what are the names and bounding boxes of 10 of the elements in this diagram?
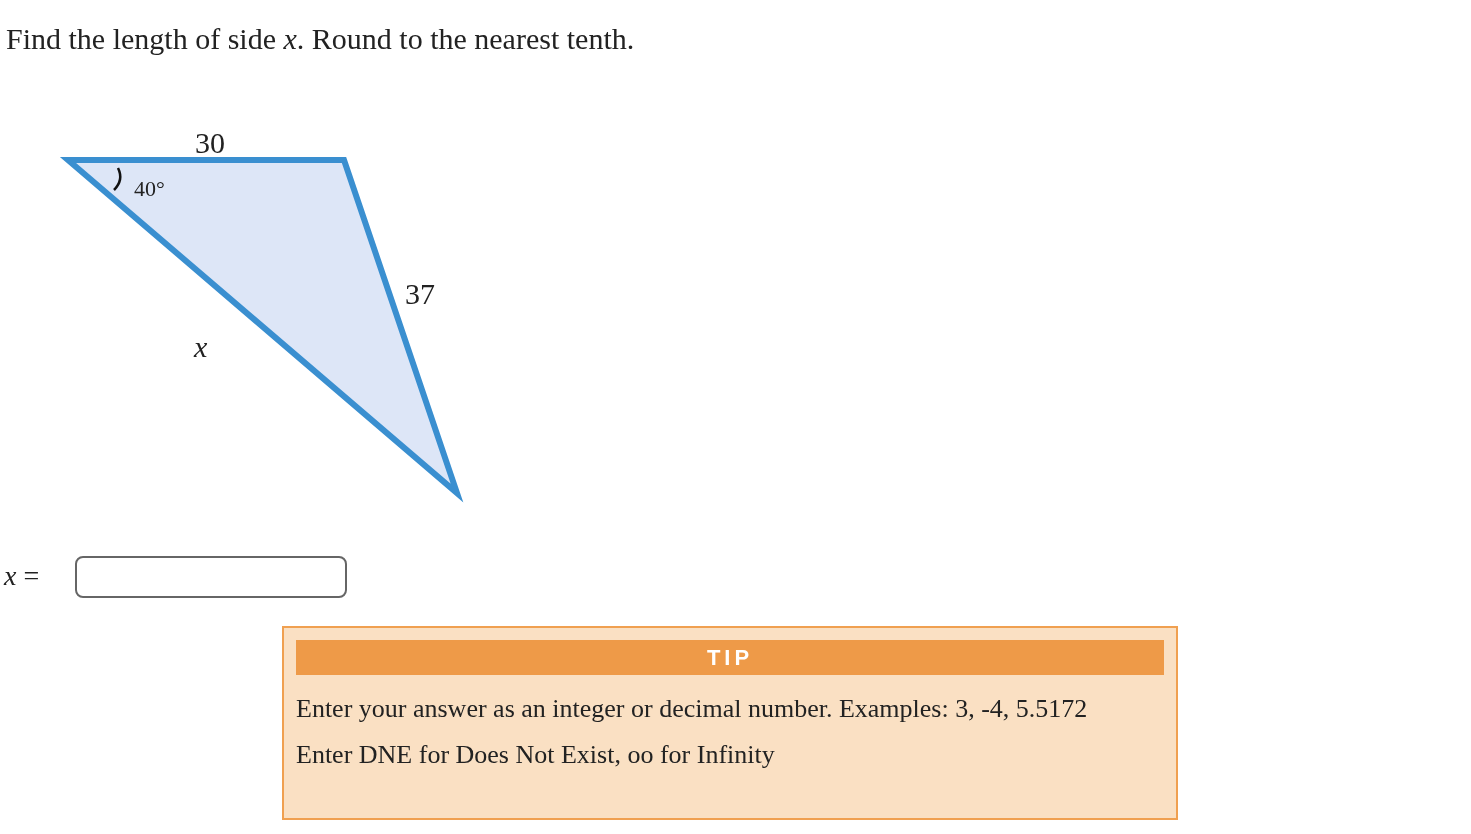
tip-box (282, 626, 1178, 820)
side-label: x (194, 330, 208, 364)
question-text: Find the length of side x. Round to the nearest tenth. (6, 22, 635, 56)
angle-label: 40° (134, 176, 165, 202)
answer-label: x = (4, 560, 40, 592)
side-label: 30 (195, 126, 225, 160)
tip-text: Enter your answer as an integer or decimal number. Examples: 3, -4, 5.5172 (296, 694, 1088, 724)
tip-heading: TIP (296, 640, 1164, 675)
side-label: 37 (405, 277, 435, 311)
tip-text: Enter DNE for Does Not Exist, oo for Infinity (296, 740, 775, 770)
